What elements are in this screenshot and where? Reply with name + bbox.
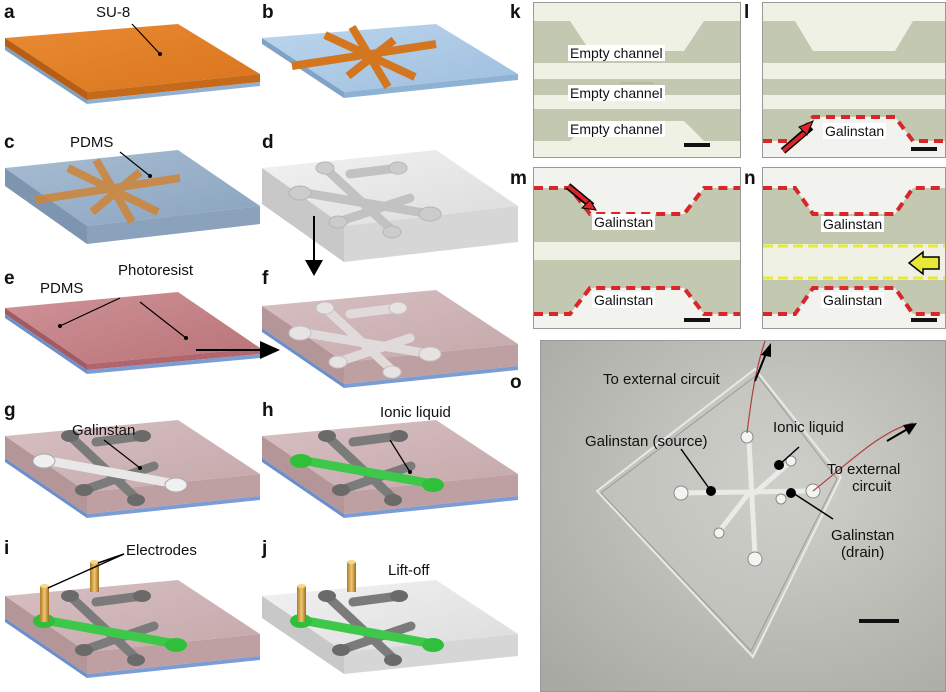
empty-channel-label-2: Empty channel (568, 85, 665, 101)
panel-letter-a: a (4, 2, 15, 23)
panel-letter-e: e (4, 268, 15, 289)
panel-letter-k: k (510, 2, 521, 23)
panel-i-slab (5, 553, 260, 678)
scale-bar-m (684, 318, 710, 322)
panel-letter-g: g (4, 400, 16, 421)
external-circuit-label-2: To external circuit (827, 461, 901, 495)
photoresist-label: Photoresist (118, 262, 194, 279)
galinstan-label-g: Galinstan (72, 422, 136, 439)
ionic-liquid-label-o: Ionic liquid (773, 419, 844, 436)
scale-bar-n (911, 318, 937, 322)
panel-letter-l: l (744, 2, 750, 23)
empty-channel-label-3: Empty channel (568, 121, 665, 137)
su8-label: SU-8 (96, 4, 131, 21)
galinstan-label-n-bottom: Galinstan (821, 292, 885, 308)
panel-letter-n: n (744, 168, 756, 189)
scale-bar-o (859, 619, 899, 623)
panel-h-slab (262, 420, 518, 518)
ionic-liquid-label-h: Ionic liquid (380, 404, 451, 421)
photo-o: To external circuit Ionic liquid Galinst… (540, 340, 946, 692)
panel-d-slab (262, 150, 518, 262)
micrograph-m: Galinstan Galinstan (533, 167, 741, 329)
scale-bar-l (911, 147, 937, 151)
leader-lines (59, 23, 411, 473)
panel-letter-c: c (4, 132, 15, 153)
galinstan-drain-label: Galinstan (drain) (831, 527, 895, 561)
micrograph-n: Galinstan Galinstan (762, 167, 946, 329)
panel-a-slab (5, 24, 260, 104)
pdms-label-c: PDMS (70, 134, 114, 151)
panel-letter-j: j (262, 538, 268, 559)
panel-f-slab (262, 290, 518, 388)
galinstan-label-m-top: Galinstan (592, 214, 656, 230)
external-circuit-label-1: To external circuit (603, 371, 720, 388)
panel-letter-i: i (4, 538, 10, 559)
panel-letter-b: b (262, 2, 274, 23)
micrograph-l: Galinstan (762, 2, 946, 158)
panel-letter-d: d (262, 132, 274, 153)
panel-e-slab (5, 292, 260, 374)
panel-c-slab (5, 150, 260, 244)
pdms-label-e: PDMS (40, 280, 84, 297)
empty-channel-label-1: Empty channel (568, 45, 665, 61)
galinstan-label-n-top: Galinstan (821, 216, 885, 232)
scale-bar-k (684, 143, 710, 147)
panel-b-slab (262, 24, 518, 98)
galinstan-source-label: Galinstan (source) (585, 433, 708, 450)
galinstan-label-l: Galinstan (823, 123, 887, 139)
lift-off-label: Lift-off (388, 562, 430, 579)
panel-letter-f: f (262, 268, 269, 289)
flow-arrows (196, 216, 323, 359)
panel-letter-m: m (510, 168, 527, 189)
micrograph-k: Empty channel Empty channel Empty channe… (533, 2, 741, 158)
galinstan-label-m-bottom: Galinstan (592, 292, 656, 308)
panel-letter-o: o (510, 372, 522, 393)
electrodes-label: Electrodes (126, 542, 197, 559)
panel-letter-h: h (262, 400, 274, 421)
